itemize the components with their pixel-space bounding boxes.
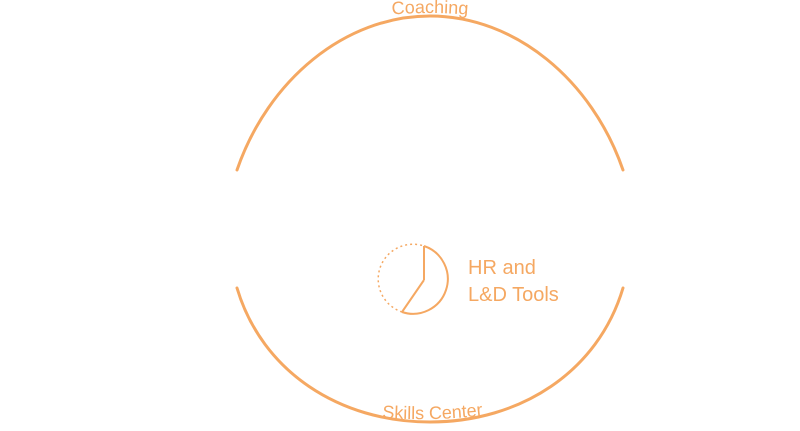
top-arc-label-text: Coaching [391, 0, 469, 19]
bottom-arc [235, 286, 625, 424]
clock-icon [377, 243, 449, 315]
top-arc [235, 14, 625, 172]
center-label-line-2: L&D Tools [468, 284, 559, 306]
bottom-arc-label-text: Skills Center [382, 400, 484, 424]
center-label-line-1: HR and [468, 257, 536, 279]
center-label: HR and L&D Tools [468, 257, 559, 306]
top-arc-label: Coaching [391, 0, 469, 19]
bottom-arc-label: Skills Center [382, 400, 484, 424]
